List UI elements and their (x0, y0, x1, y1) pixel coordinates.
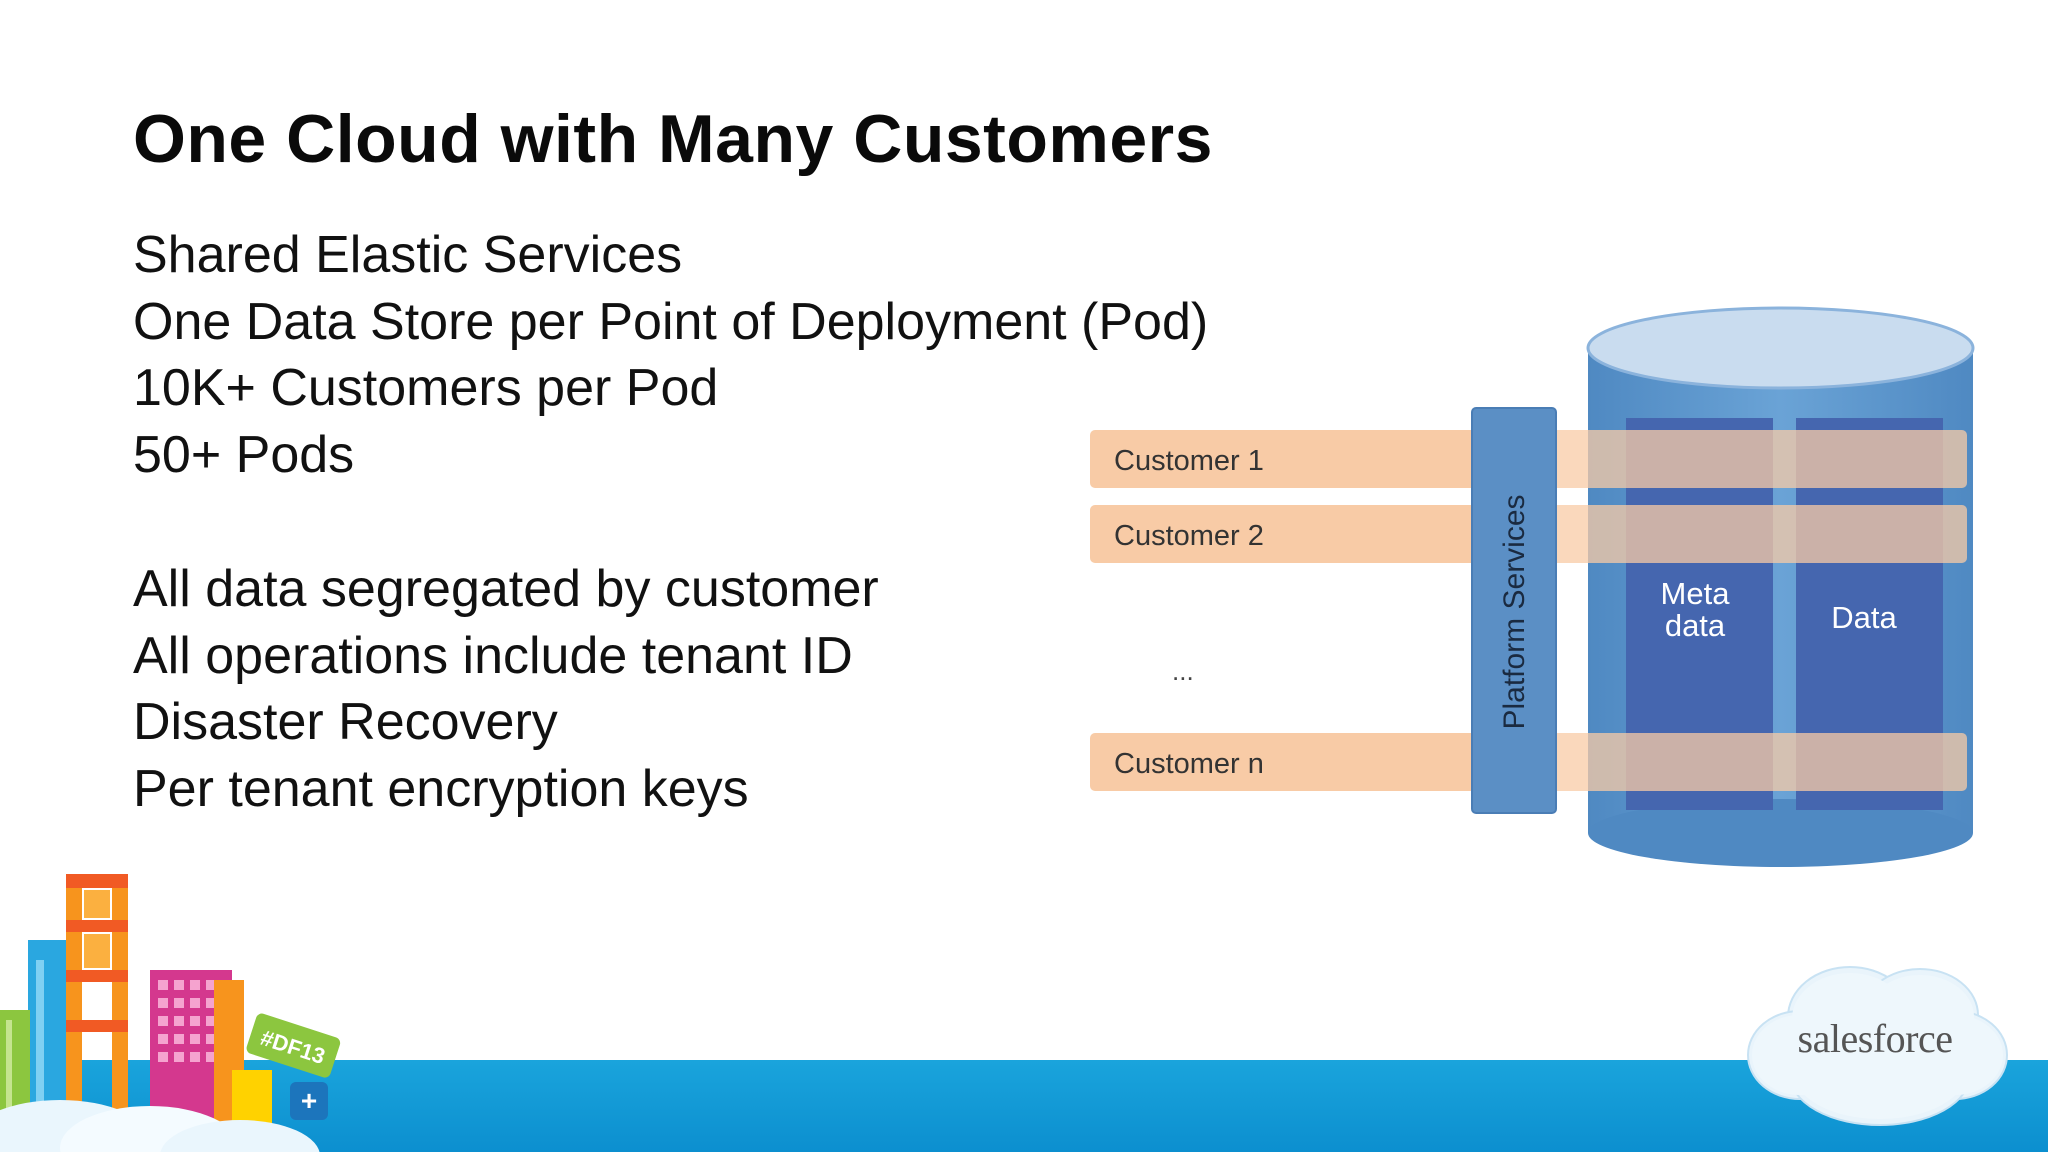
cylinder-top (1586, 306, 1975, 390)
slide-title: One Cloud with Many Customers (133, 101, 1213, 177)
platform-services-bar (1471, 407, 1557, 814)
bullet-tenant-id: All operations include tenant ID (133, 626, 853, 685)
dreamforce-city-graphic: #DF13 + (0, 874, 341, 1152)
bullet-gap (133, 488, 1208, 556)
bullet-customers-per-pod: 10K+ Customers per Pod (133, 359, 719, 417)
salesforce-logo-text: salesforce (1797, 1016, 1953, 1061)
customer-label-n: Customer n (1114, 748, 1264, 780)
bullet-list: Shared Elastic Services One Data Store p… (133, 222, 1208, 822)
customer-band-2 (1550, 505, 1967, 563)
bullet-one-data-store: One Data Store per Point of Deployment (… (133, 292, 1209, 351)
customer-bar-1 (1090, 430, 1480, 488)
platform-services-label: Platform Services (1498, 494, 1531, 729)
customer-bar-n (1090, 733, 1480, 791)
customer-label-1: Customer 1 (1114, 445, 1264, 477)
cylinder-bottom (1588, 799, 1973, 867)
customer-label-2: Customer 2 (1114, 520, 1264, 552)
bullet-pods-count: 50+ Pods (133, 425, 355, 484)
customer-ellipsis: ... (1172, 656, 1194, 686)
bullet-disaster-recovery: Disaster Recovery (133, 693, 558, 751)
customer-band-1 (1550, 430, 1967, 488)
footer-band (0, 1060, 2048, 1152)
multitenant-diagram: Customer 1 Customer 2 Customer n ... Pla… (1090, 306, 1975, 867)
bullet-data-segregated: All data segregated by customer (133, 560, 879, 618)
metadata-label-line2: data (1665, 608, 1726, 643)
data-label: Data (1831, 600, 1897, 635)
customer-band-n (1550, 733, 1967, 791)
metadata-label-line1: Meta (1661, 576, 1731, 611)
svg-text:+: + (301, 1085, 317, 1116)
bullet-encryption-keys: Per tenant encryption keys (133, 759, 749, 818)
customer-bar-2 (1090, 505, 1480, 563)
salesforce-logo (1747, 966, 2008, 1126)
bullet-shared-elastic-services: Shared Elastic Services (133, 226, 683, 284)
